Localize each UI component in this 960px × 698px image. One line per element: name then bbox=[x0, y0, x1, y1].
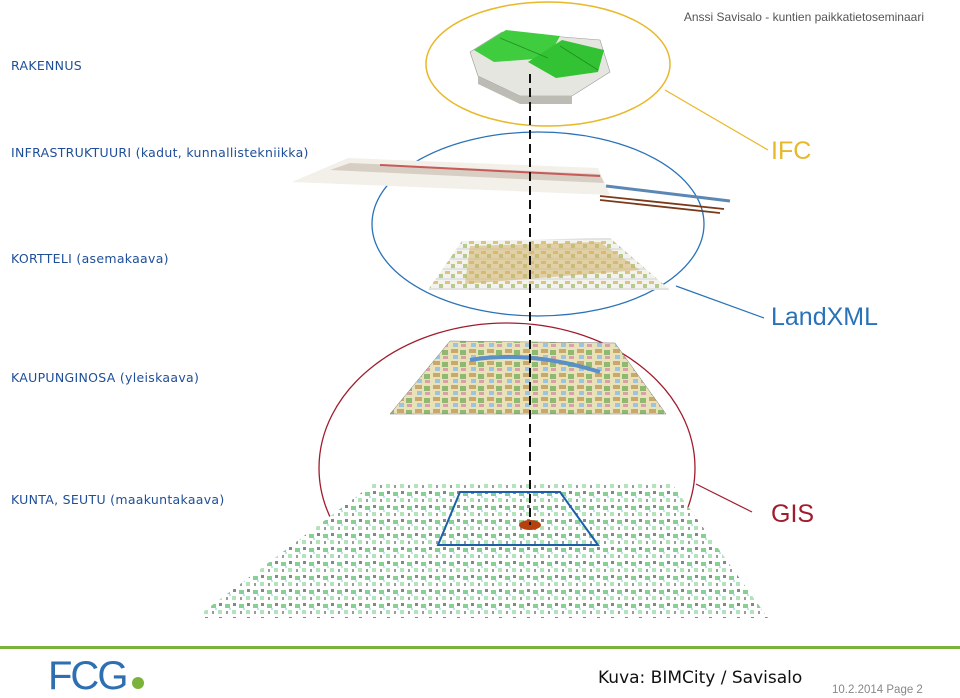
page-info: 10.2.2014 Page 2 bbox=[832, 684, 923, 696]
pipe-brown-1 bbox=[599, 195, 725, 210]
ifc-connector bbox=[664, 89, 769, 151]
footer-date: 10.2.2014 bbox=[832, 684, 884, 696]
fcg-logo: FCG bbox=[48, 656, 145, 696]
layer-label-kaupunginosa: KAUPUNGINOSA (yleiskaava) bbox=[11, 370, 200, 385]
regional-map-layer bbox=[195, 484, 768, 618]
block-plan-layer bbox=[428, 238, 670, 290]
image-credit: Kuva: BIMCity / Savisalo bbox=[598, 668, 803, 688]
logo-dot-icon bbox=[132, 677, 145, 689]
footer-divider bbox=[0, 646, 960, 649]
layer-diagram bbox=[195, 1, 769, 618]
pipe-blue bbox=[605, 184, 731, 203]
layer-label-infra: INFRASTRUKTUURI (kadut, kunnallistekniik… bbox=[11, 145, 309, 160]
layer-label-kortteli: KORTTELI (asemakaava) bbox=[11, 251, 169, 266]
format-label-gis: GIS bbox=[771, 500, 815, 528]
layer-label-kunta: KUNTA, SEUTU (maakuntakaava) bbox=[11, 492, 225, 507]
ifc-ellipse bbox=[425, 1, 671, 127]
city-plan-layer bbox=[389, 340, 667, 415]
gis-connector bbox=[695, 483, 753, 513]
page-number: Page 2 bbox=[886, 684, 923, 696]
presentation-header: Anssi Savisalo - kuntien paikkatietosemi… bbox=[683, 10, 924, 24]
pipe-brown-2 bbox=[599, 199, 721, 214]
landxml-connector bbox=[675, 285, 765, 319]
format-label-ifc: IFC bbox=[771, 137, 812, 165]
street-layer bbox=[292, 158, 731, 214]
building-model bbox=[469, 30, 611, 104]
layer-label-rakennus: RAKENNUS bbox=[11, 58, 83, 73]
landxml-ellipse bbox=[371, 131, 705, 317]
format-label-landxml: LandXML bbox=[771, 303, 879, 331]
